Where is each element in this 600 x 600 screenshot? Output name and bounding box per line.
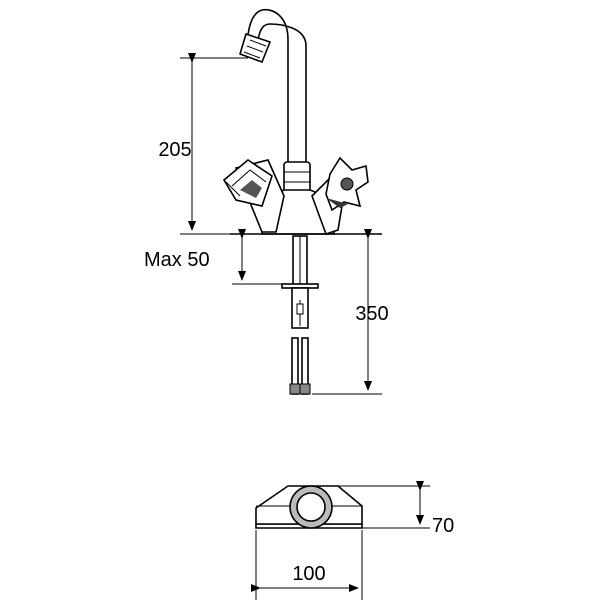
dimension-100-label: 100 <box>292 563 325 585</box>
spout <box>247 8 307 169</box>
base-hole-inner <box>296 492 326 522</box>
left-handle <box>222 159 273 207</box>
base-plan-view <box>255 485 363 529</box>
spout-collar <box>283 161 311 193</box>
right-star-handle <box>325 156 369 212</box>
shank <box>281 235 319 395</box>
spout-nozzle <box>239 32 272 64</box>
dimension-205: 205 <box>158 53 262 235</box>
faucet-side-view <box>222 8 382 395</box>
dimension-max-50: Max 50 <box>144 229 284 285</box>
dimension-350: 350 <box>312 229 389 395</box>
dimension-205-label: 205 <box>158 139 191 161</box>
dimension-max-50-label: Max 50 <box>144 249 210 271</box>
dimension-70-label: 70 <box>432 515 454 537</box>
dimension-350-label: 350 <box>355 303 388 325</box>
dimension-70: 70 <box>338 481 454 537</box>
dimension-100: 100 <box>251 530 363 600</box>
